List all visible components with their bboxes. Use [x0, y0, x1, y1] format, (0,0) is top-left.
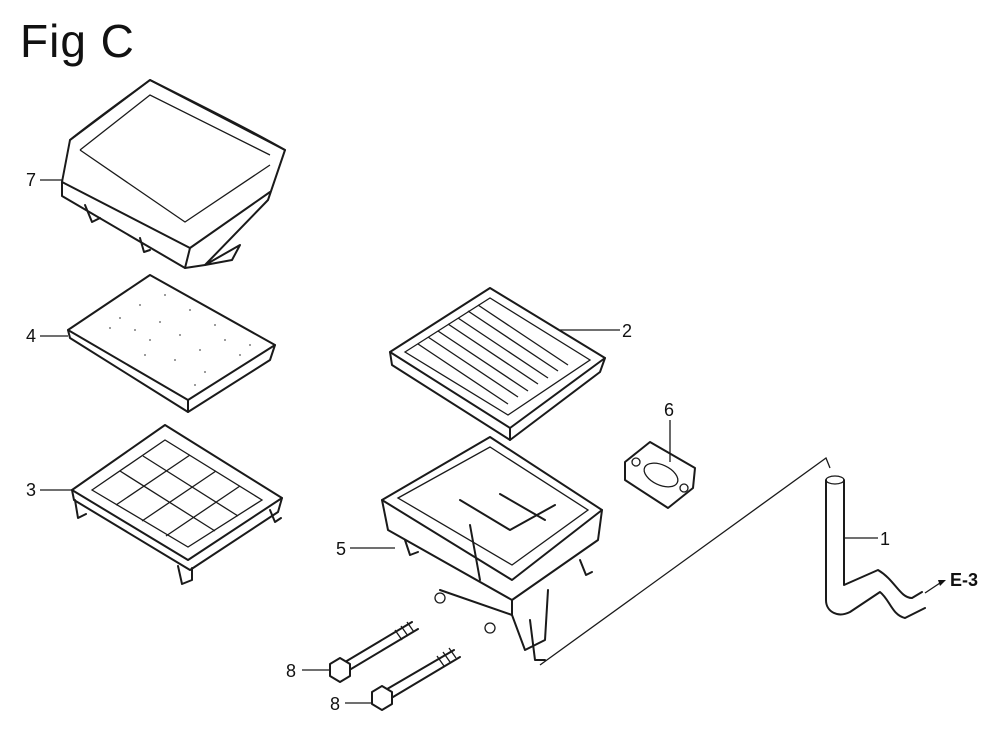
callout-5: 5 — [336, 539, 346, 559]
connection-line — [539, 456, 831, 666]
air-cleaner-case — [381, 436, 603, 661]
reference-e3: E-3 — [950, 570, 978, 590]
breather-tube — [825, 475, 926, 619]
air-cleaner-cover — [61, 79, 286, 269]
callout-7: 7 — [26, 170, 36, 190]
callout-4: 4 — [26, 326, 36, 346]
callout-6: 6 — [664, 400, 674, 420]
figure-title: Fig C — [20, 15, 135, 67]
element-support-grid — [71, 424, 283, 585]
callout-3: 3 — [26, 480, 36, 500]
bolt-upper — [329, 621, 419, 683]
callout-8-lower: 8 — [330, 694, 340, 714]
callout-1: 1 — [880, 529, 890, 549]
callout-2: 2 — [622, 321, 632, 341]
callout-8-upper: 8 — [286, 661, 296, 681]
foam-filter-element — [67, 274, 276, 413]
gasket — [624, 441, 696, 509]
leader-lines — [40, 179, 946, 704]
bolt-lower — [371, 647, 461, 711]
paper-filter-element — [389, 287, 606, 441]
